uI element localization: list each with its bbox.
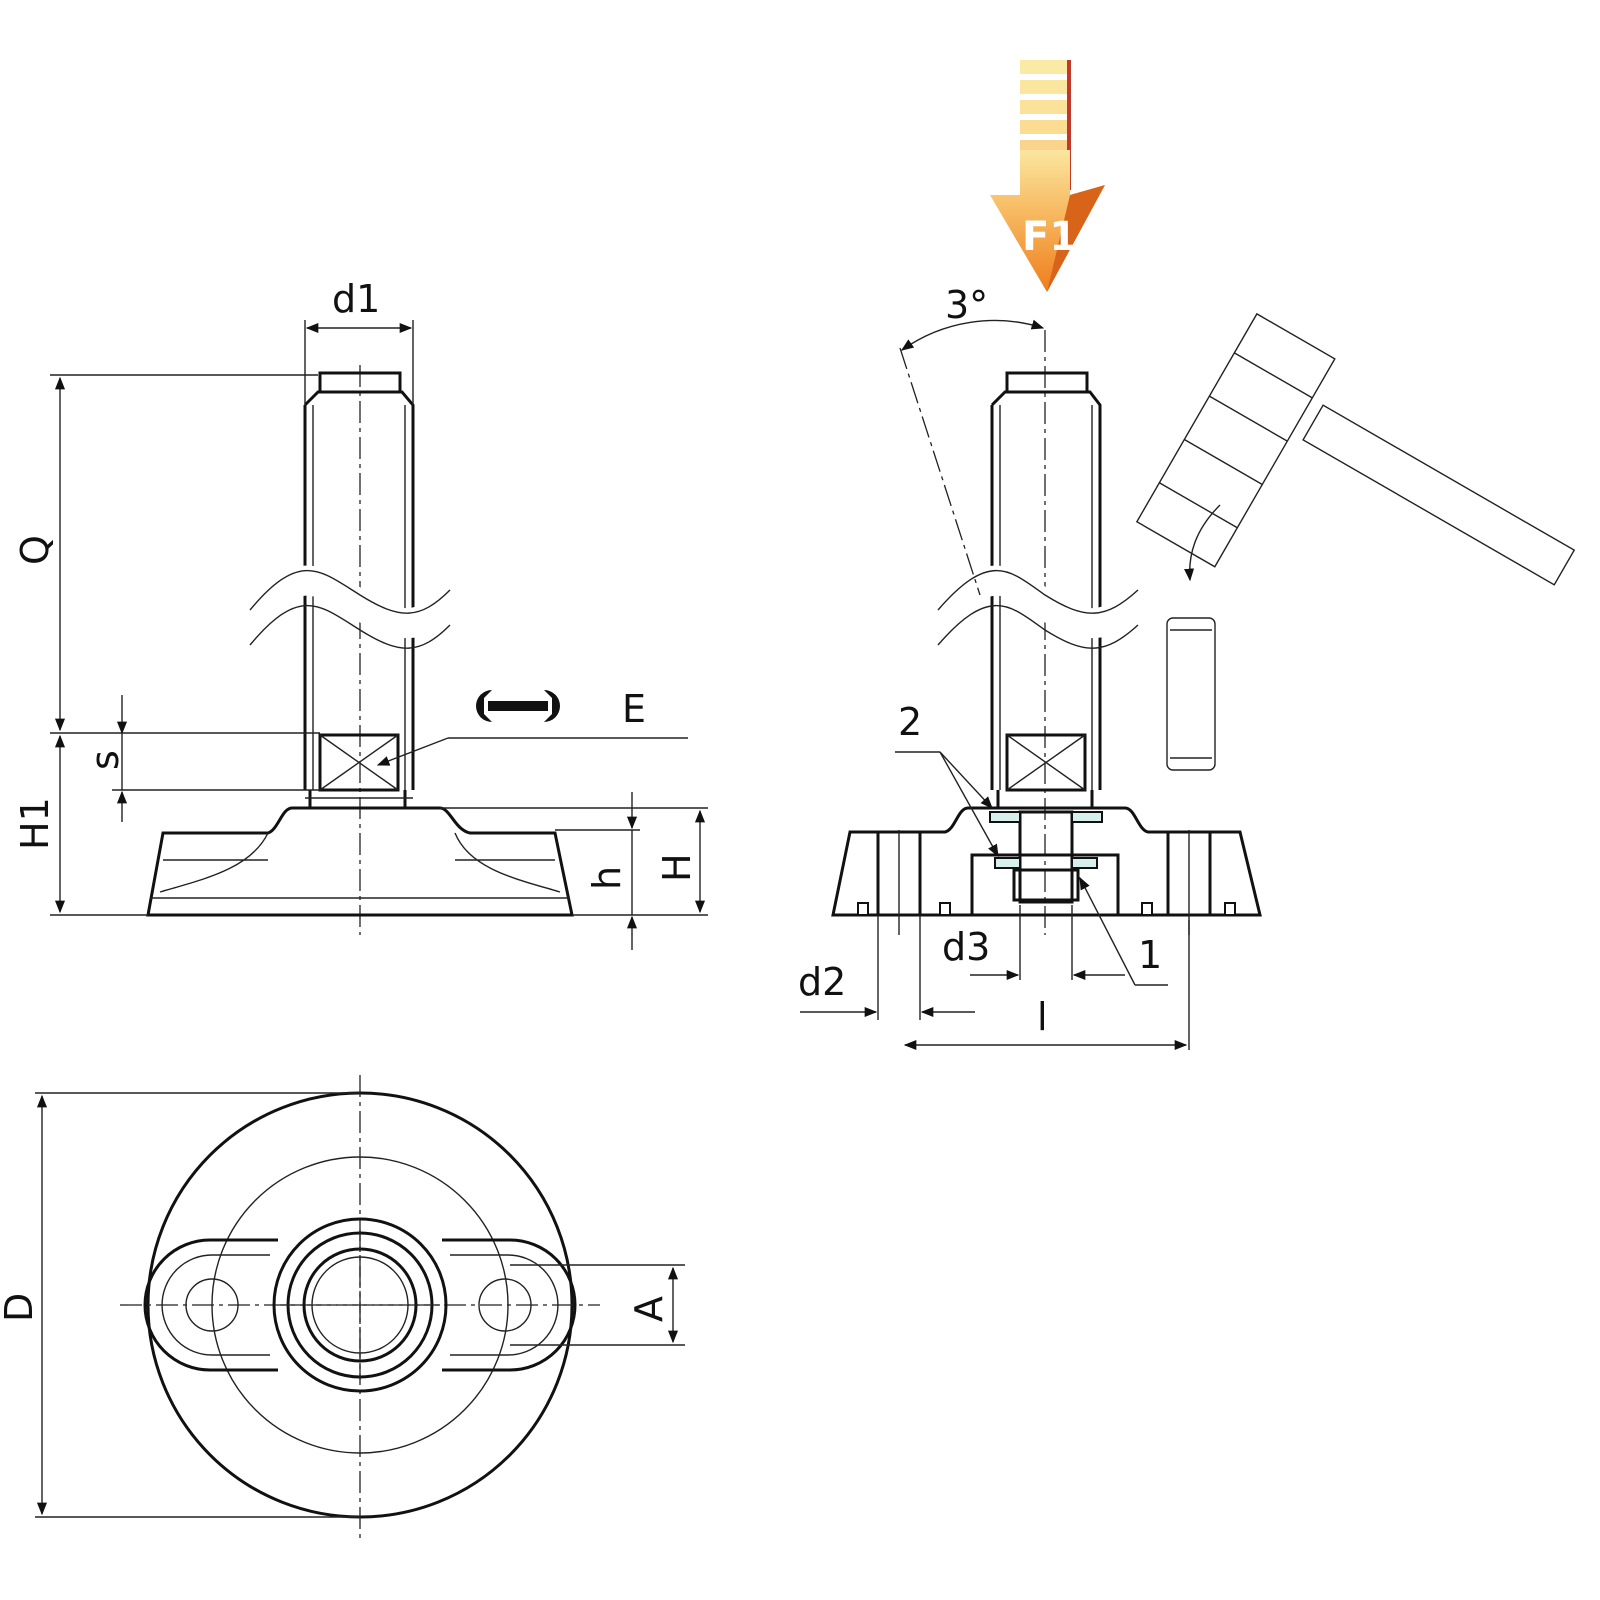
label-H: H: [655, 853, 699, 882]
label-l: l: [1037, 995, 1048, 1039]
label-s: s: [83, 750, 127, 770]
label-A: A: [627, 1296, 671, 1322]
side-view: d1 Q H1 s E h H: [13, 277, 708, 950]
label-force: F1: [1022, 214, 1077, 260]
label-d2: d2: [798, 960, 846, 1004]
label-h: h: [585, 866, 629, 890]
wrench-icon: [476, 690, 560, 722]
label-E: E: [622, 687, 646, 731]
label-part-1: 1: [1138, 933, 1162, 977]
label-Q: Q: [13, 535, 57, 565]
label-angle: 3°: [945, 283, 988, 327]
label-D: D: [0, 1293, 41, 1322]
top-view: D A: [0, 1075, 685, 1540]
label-H1: H1: [13, 797, 57, 850]
section-view: 3° 2 1 d3 d2 l: [798, 60, 1576, 1051]
pin-icon: [1166, 617, 1216, 771]
hammer-icon: [1135, 312, 1576, 586]
label-part-2: 2: [898, 700, 922, 744]
label-d1: d1: [332, 277, 380, 321]
label-d3: d3: [942, 925, 990, 969]
force-arrow-icon: F1: [990, 60, 1105, 292]
